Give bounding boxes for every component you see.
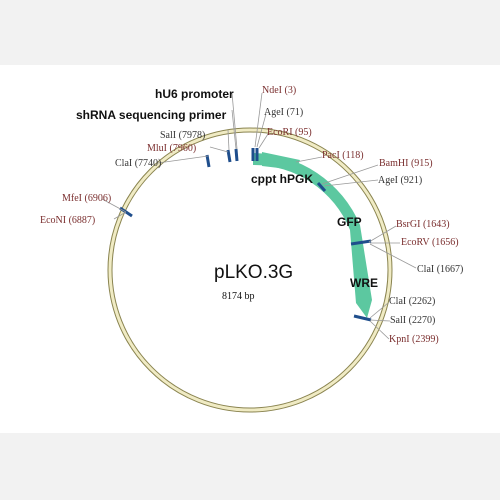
leader-clai2 bbox=[369, 302, 389, 319]
site-tick-mlui bbox=[234, 148, 239, 162]
leader-mlui bbox=[209, 146, 229, 153]
leader-ndei bbox=[254, 92, 263, 148]
backbone-circle bbox=[108, 128, 392, 412]
site-label-mlui: MluI (7960) bbox=[147, 143, 196, 154]
site-tick-bamhi bbox=[316, 182, 327, 192]
leader-clai3 bbox=[157, 155, 209, 164]
site-label-kpni: KpnI (2399) bbox=[389, 334, 439, 345]
site-label-sali2: SalI (2270) bbox=[390, 315, 435, 326]
site-label-ndei: NdeI (3) bbox=[262, 85, 296, 96]
site-label-agei2: AgeI (921) bbox=[378, 175, 422, 186]
site-label-paci: PacI (118) bbox=[322, 150, 364, 161]
feature-label-shrna: shRNA sequencing primer bbox=[76, 108, 227, 122]
site-label-mfei: MfeI (6906) bbox=[62, 193, 111, 204]
site-tick-clai3 bbox=[205, 154, 211, 168]
site-label-bsrgi: BsrGI (1643) bbox=[396, 219, 450, 230]
site-label-clai1: ClaI (1667) bbox=[417, 264, 463, 275]
site-tick-bsrgi bbox=[350, 239, 372, 246]
site-label-sali1: SalI (7978) bbox=[160, 130, 205, 141]
plasmid-name: pLKO.3G bbox=[214, 262, 293, 283]
leader-agei2 bbox=[323, 179, 379, 187]
leader-sali2 bbox=[369, 319, 391, 322]
leader-shrna bbox=[231, 109, 237, 150]
map-panel bbox=[0, 65, 500, 433]
leader-bsrgi bbox=[368, 225, 397, 243]
leader-hu6 bbox=[231, 92, 238, 150]
site-label-clai3: ClaI (7740) bbox=[115, 158, 161, 169]
site-tick-sali1 bbox=[226, 149, 232, 163]
leader-paci bbox=[295, 156, 323, 163]
leader-ecori bbox=[258, 133, 269, 149]
feature-arrow-cppt bbox=[262, 152, 300, 170]
site-label-ecori: EcoRI (95) bbox=[267, 127, 312, 138]
site-tick-clai2 bbox=[353, 314, 372, 322]
feature-label-wre: WRE bbox=[350, 276, 378, 290]
site-label-ecorv: EcoRV (1656) bbox=[401, 237, 459, 248]
leader-clai1 bbox=[369, 243, 417, 269]
feature-label-gfp: GFP bbox=[337, 215, 362, 229]
leader-kpni bbox=[369, 320, 390, 340]
leader-lines bbox=[101, 92, 417, 340]
leader-agei1 bbox=[256, 113, 267, 148]
feature-label-hu6: hU6 promoter bbox=[155, 87, 234, 101]
plasmid-size: 8174 bp bbox=[222, 291, 255, 302]
leader-econi bbox=[113, 211, 127, 220]
feature-label-cppt: cppt hPGK bbox=[251, 172, 313, 186]
leader-mfei bbox=[101, 198, 127, 213]
site-label-bamhi: BamHI (915) bbox=[379, 158, 433, 169]
site-label-econi: EcoNI (6887) bbox=[40, 215, 95, 226]
leader-sali1 bbox=[227, 129, 230, 151]
site-label-clai2: ClaI (2262) bbox=[389, 296, 435, 307]
leader-bamhi bbox=[321, 164, 379, 185]
site-ticks bbox=[119, 148, 372, 322]
feature-arc bbox=[253, 153, 372, 318]
site-label-agei1: AgeI (71) bbox=[264, 107, 303, 118]
